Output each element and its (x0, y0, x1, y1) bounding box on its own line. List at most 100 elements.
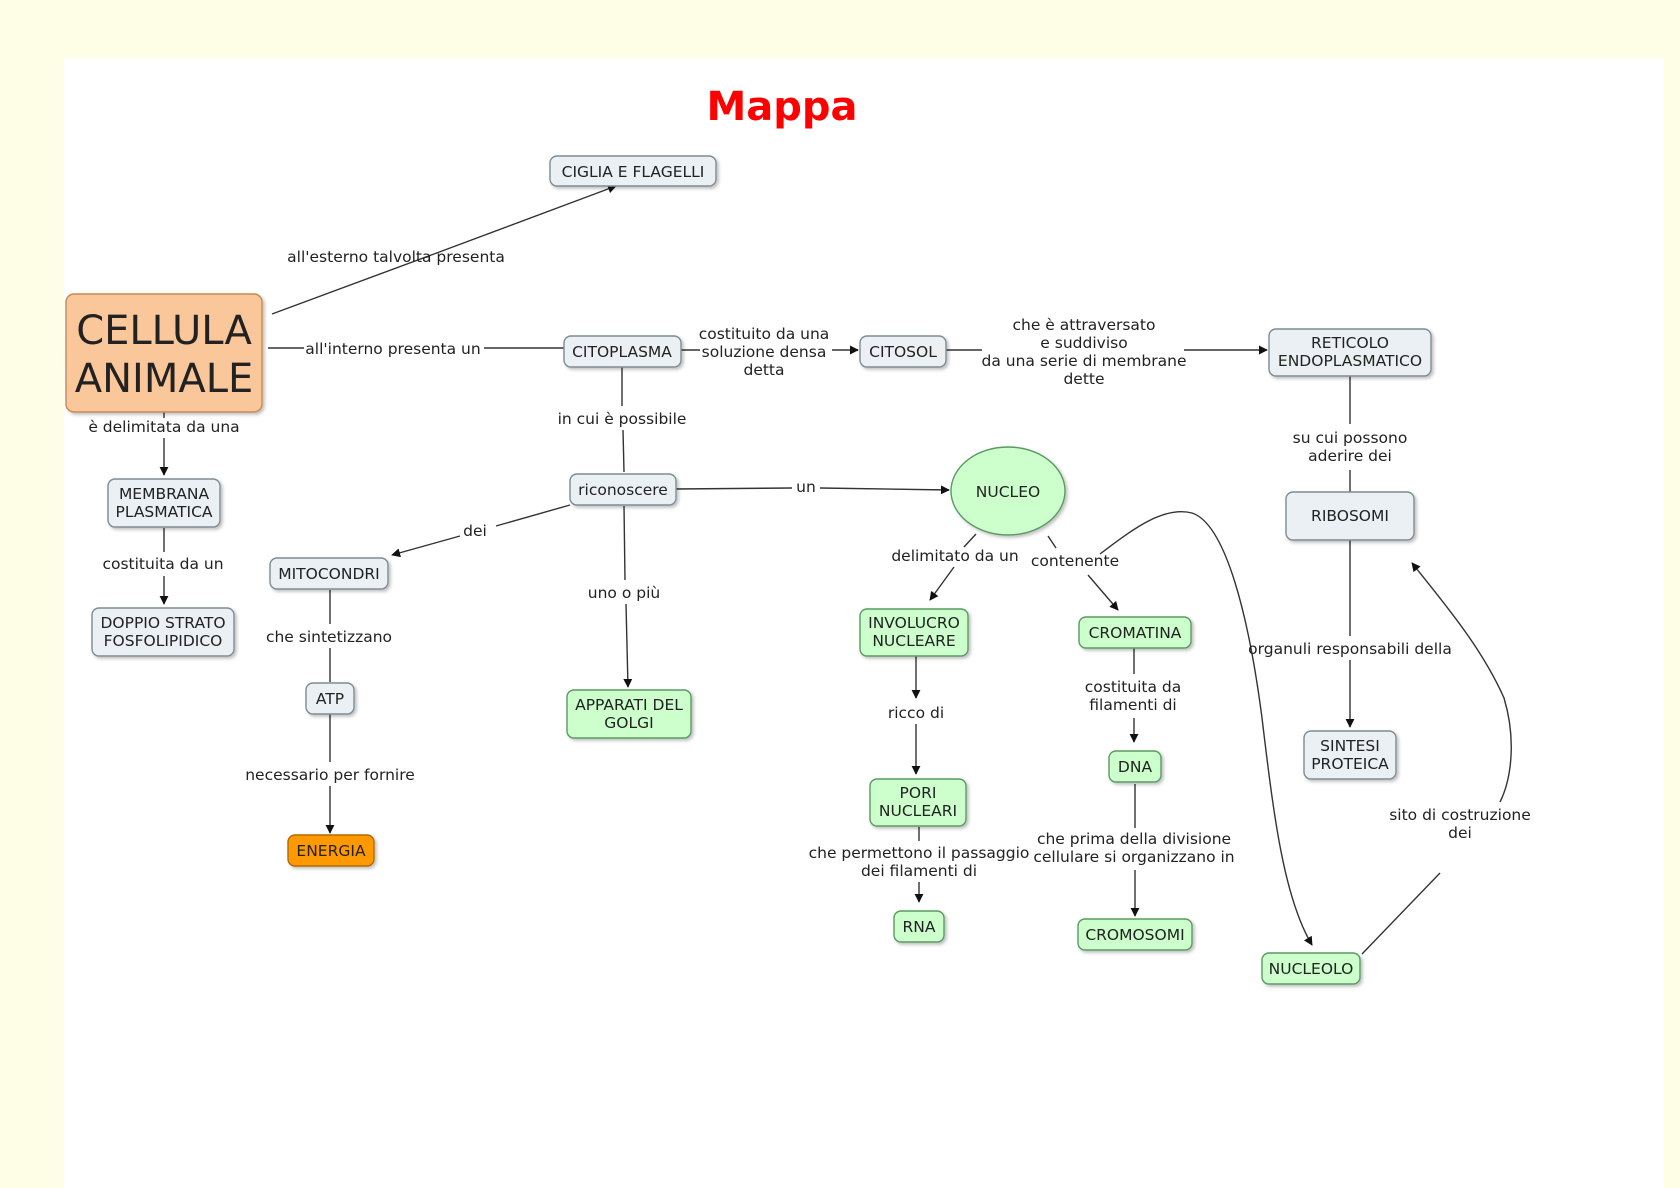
node-cromosomi-label: CROMOSOMI (1085, 926, 1184, 944)
node-citoplasma-label: CITOPLASMA (572, 343, 672, 361)
node-atp-label: ATP (316, 690, 344, 708)
link-delimitata: è delimitata da una (88, 418, 239, 436)
connector-delimitato-involucro (929, 566, 955, 601)
link-in-cui: in cui è possibile (558, 410, 687, 428)
node-energia-box (287, 834, 375, 867)
link-costituita-un: costituita da un (102, 555, 223, 573)
node-cromatina-label: CROMATINA (1089, 624, 1182, 642)
link-contenente: contenente (1031, 552, 1119, 570)
node-ciglia-flagelli[interactable]: CIGLIA E FLAGELLI (549, 155, 717, 187)
node-ribosomi-label: RIBOSOMI (1311, 507, 1389, 525)
node-nucleo[interactable]: NUCLEO (950, 446, 1066, 536)
node-rna[interactable]: RNA (893, 910, 945, 943)
node-cromosomi[interactable]: CROMOSOMI (1077, 918, 1193, 951)
node-nucleo-label: NUCLEO (976, 483, 1040, 501)
node-rna-box (893, 910, 945, 943)
node-nucleolo[interactable]: NUCLEOLO (1261, 952, 1361, 985)
node-energia[interactable]: ENERGIA (287, 834, 375, 867)
node-ribosomi-box (1285, 491, 1415, 541)
connector-incui-riconoscere (622, 429, 625, 473)
node-citoplasma-box (563, 335, 682, 368)
node-sintesi-box (1303, 730, 1397, 780)
node-atp[interactable]: ATP (305, 682, 355, 715)
node-membrana-box (107, 478, 221, 528)
link-uno-piu: uno o più (588, 584, 660, 602)
node-pori-box (869, 778, 967, 827)
node-nucleolo-label: NUCLEOLO (1269, 960, 1354, 978)
node-dna-label: DNA (1118, 758, 1153, 776)
node-citosol-box (859, 335, 947, 368)
connector-cellula-esterno (271, 253, 435, 315)
node-cellula-animale-box (65, 293, 263, 413)
connector-dei-mitocondri (391, 535, 461, 558)
node-mitocondri-box (269, 557, 389, 590)
node-ribosomi[interactable]: RIBOSOMI (1285, 491, 1415, 541)
link-esterno: all'esterno talvolta presenta (287, 248, 505, 266)
link-interno: all'interno presenta un (305, 340, 480, 358)
node-cromatina[interactable]: CROMATINA (1078, 616, 1192, 649)
connector-contenente-nucleolo (1099, 511, 1313, 946)
node-cromosomi-box (1077, 918, 1193, 951)
connector-riconoscere-dei (495, 504, 571, 527)
concept-map: Mappa all'esterno talvolta presenta all'… (65, 84, 1531, 985)
node-apparati-golgi-box (566, 689, 692, 739)
node-riconoscere-label: riconoscere (578, 481, 668, 499)
connectors (159, 184, 1512, 955)
node-citoplasma[interactable]: CITOPLASMA (563, 335, 682, 368)
connector-unoopiu-apparati (623, 603, 633, 688)
connector-nucleolo-sito (1361, 872, 1441, 955)
node-riconoscere-box (569, 473, 677, 506)
node-energia-label: ENERGIA (296, 842, 366, 860)
node-rna-label: RNA (903, 918, 936, 936)
connector-riconoscere-unoopiu (623, 505, 626, 581)
connector-nucleo-delimitato (963, 533, 977, 548)
node-citosol[interactable]: CITOSOL (859, 335, 947, 368)
node-citosol-label: CITOSOL (869, 343, 937, 361)
node-atp-box (305, 682, 355, 715)
connector-esterno-ciglia (433, 184, 617, 255)
node-mitocondri[interactable]: MITOCONDRI (269, 557, 389, 590)
node-ciglia-flagelli-box (549, 155, 717, 187)
node-mitocondri-label: MITOCONDRI (278, 565, 380, 583)
connector-riconoscere-un (675, 487, 793, 490)
node-ciglia-flagelli-label: CIGLIA E FLAGELLI (562, 163, 705, 181)
node-reticolo-box (1268, 328, 1432, 377)
link-organuli: organuli responsabili della (1248, 640, 1452, 658)
connector-sito-ribosomi (1411, 562, 1512, 803)
link-necessario: necessario per fornire (245, 766, 415, 784)
slide-canvas: Mappa all'esterno talvolta presenta all'… (64, 58, 1664, 1188)
node-dna-box (1108, 750, 1162, 783)
node-nucleo-shape (950, 446, 1066, 536)
link-ricco: ricco di (888, 704, 944, 722)
connector-contenente-cromatina (1087, 574, 1119, 611)
node-cromatina-box (1078, 616, 1192, 649)
node-riconoscere[interactable]: riconoscere (569, 473, 677, 506)
node-involucro-box (859, 608, 969, 657)
node-dna[interactable]: DNA (1108, 750, 1162, 783)
map-title: Mappa (706, 84, 857, 130)
node-doppio-strato-box (91, 607, 235, 657)
link-sintetizzano: che sintetizzano (266, 628, 392, 646)
